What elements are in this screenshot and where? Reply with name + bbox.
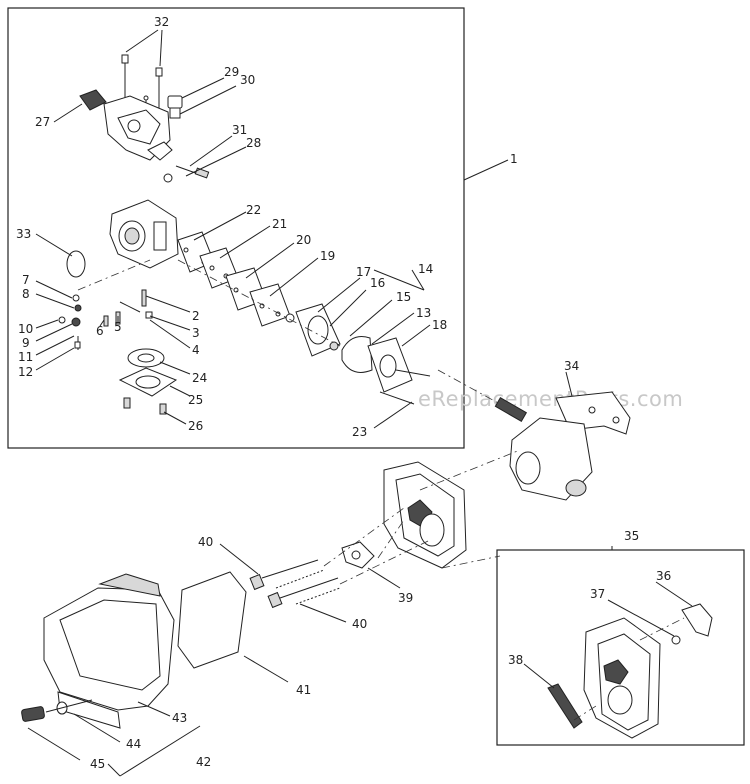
callout-28: 28: [246, 136, 261, 150]
callout-1: 1: [510, 152, 518, 166]
part-26-screws: [123, 397, 167, 415]
callout-21: 21: [272, 217, 287, 231]
callout-11: 11: [18, 350, 33, 364]
callout-20: 20: [296, 233, 311, 247]
carburetor-body: [109, 199, 179, 269]
callout-26: 26: [188, 419, 203, 433]
small-parts-2-6: [103, 289, 153, 327]
callout-3: 3: [192, 326, 200, 340]
callout-16: 16: [370, 276, 385, 290]
callout-labels: 32 27 29 30 31 28 1 33 22 21 20 19 14 17…: [16, 15, 671, 771]
callout-19: 19: [320, 249, 335, 263]
callout-5: 5: [114, 320, 122, 334]
callout-8: 8: [22, 287, 30, 301]
carburetor-detail-parts: [58, 54, 431, 415]
callout-4: 4: [192, 343, 200, 357]
part-27-throttle-body: [79, 89, 173, 161]
muffler-inset-parts: [547, 603, 713, 739]
callout-45: 45: [90, 757, 105, 771]
callout-32: 32: [154, 15, 169, 29]
callout-36: 36: [656, 569, 671, 583]
part-28-clip: [163, 173, 173, 183]
callout-6: 6: [96, 324, 104, 338]
part-15-ring: [285, 313, 295, 323]
callout-42: 42: [196, 755, 211, 769]
callout-14: 14: [418, 262, 433, 276]
part-37-washer: [671, 635, 681, 645]
callout-31: 31: [232, 123, 247, 137]
leader-lines: [27, 29, 693, 777]
part-13-primer-bulb: [341, 336, 373, 373]
part-15-check: [329, 341, 339, 351]
part-25-cover: [118, 367, 178, 397]
callout-35: 35: [624, 529, 639, 543]
callout-40-lower: 40: [352, 617, 367, 631]
part-44-45-fasteners: [21, 699, 93, 722]
part-33-gasket: [66, 250, 86, 278]
callout-18: 18: [432, 318, 447, 332]
callout-2: 2: [192, 309, 200, 323]
callout-37: 37: [590, 587, 605, 601]
part-36-bracket: [681, 603, 713, 637]
part-19-gasket: [249, 283, 291, 327]
callout-33: 33: [16, 227, 31, 241]
muffler-alt-frame: [496, 549, 745, 746]
callout-25: 25: [188, 393, 203, 407]
part-41-filter-pad: [177, 571, 247, 669]
callout-39: 39: [398, 591, 413, 605]
callout-43: 43: [172, 711, 187, 725]
small-parts-7-12: [58, 294, 82, 350]
callout-29: 29: [224, 65, 239, 79]
callout-22: 22: [246, 203, 261, 217]
part-40-bolts: [249, 559, 341, 609]
part-31-screw: [175, 165, 210, 179]
callout-17: 17: [356, 265, 371, 279]
callout-30: 30: [240, 73, 255, 87]
muffler-body-main: [383, 461, 467, 569]
part-18-primer-cover: [367, 337, 431, 405]
callout-41: 41: [296, 683, 311, 697]
callout-10: 10: [18, 322, 33, 336]
part-24-diaphragm: [127, 348, 165, 368]
callout-44: 44: [126, 737, 141, 751]
callout-9: 9: [22, 336, 30, 350]
part-29-30-fitting: [167, 95, 183, 119]
callout-40-upper: 40: [198, 535, 213, 549]
callout-34: 34: [564, 359, 579, 373]
part-39-bracket: [341, 541, 375, 569]
part-34-carburetor-assembly: [494, 391, 631, 501]
part-38-gasket: [547, 683, 583, 729]
callout-12: 12: [18, 365, 33, 379]
watermark-text: eReplacementParts.com: [418, 387, 683, 411]
callout-23: 23: [352, 425, 367, 439]
callout-13: 13: [416, 306, 431, 320]
callout-27: 27: [35, 115, 50, 129]
carburetor-detail-frame: [7, 7, 465, 449]
part-42-muffler-cover: [43, 573, 175, 729]
callout-38: 38: [508, 653, 523, 667]
callout-24: 24: [192, 371, 207, 385]
callout-7: 7: [22, 273, 30, 287]
callout-15: 15: [396, 290, 411, 304]
